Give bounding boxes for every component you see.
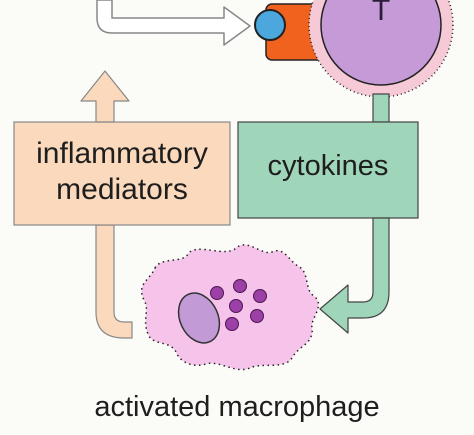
macrophage-nucleus [177, 292, 221, 344]
top-outline-arrow [96, 0, 251, 46]
granule [210, 286, 224, 300]
macrophage-caption: activated macrophage [94, 391, 380, 423]
macrophage-granules [210, 279, 267, 331]
antigen-presenting-molecule [254, 9, 286, 41]
mediators-line-2: mediators [56, 173, 188, 206]
t-cell [320, 0, 442, 86]
cytokines-box-label: cytokines [267, 150, 389, 182]
mediators-box-label: inflammatory mediators [14, 136, 230, 208]
mediators-line-1: inflammatory [36, 137, 208, 170]
macrophage-to-mediators-connector [95, 224, 133, 339]
t-cell-to-cytokines-connector [372, 93, 390, 123]
granule [225, 317, 239, 331]
granule [229, 299, 243, 313]
granule [253, 289, 267, 303]
cytokines-box [237, 121, 419, 219]
mediators-up-arrow [80, 70, 130, 123]
cytokines-arrow [319, 217, 390, 334]
mediators-box [13, 121, 231, 226]
granule [233, 279, 247, 293]
granule [250, 309, 264, 323]
t-cell-label: T [371, 0, 391, 27]
